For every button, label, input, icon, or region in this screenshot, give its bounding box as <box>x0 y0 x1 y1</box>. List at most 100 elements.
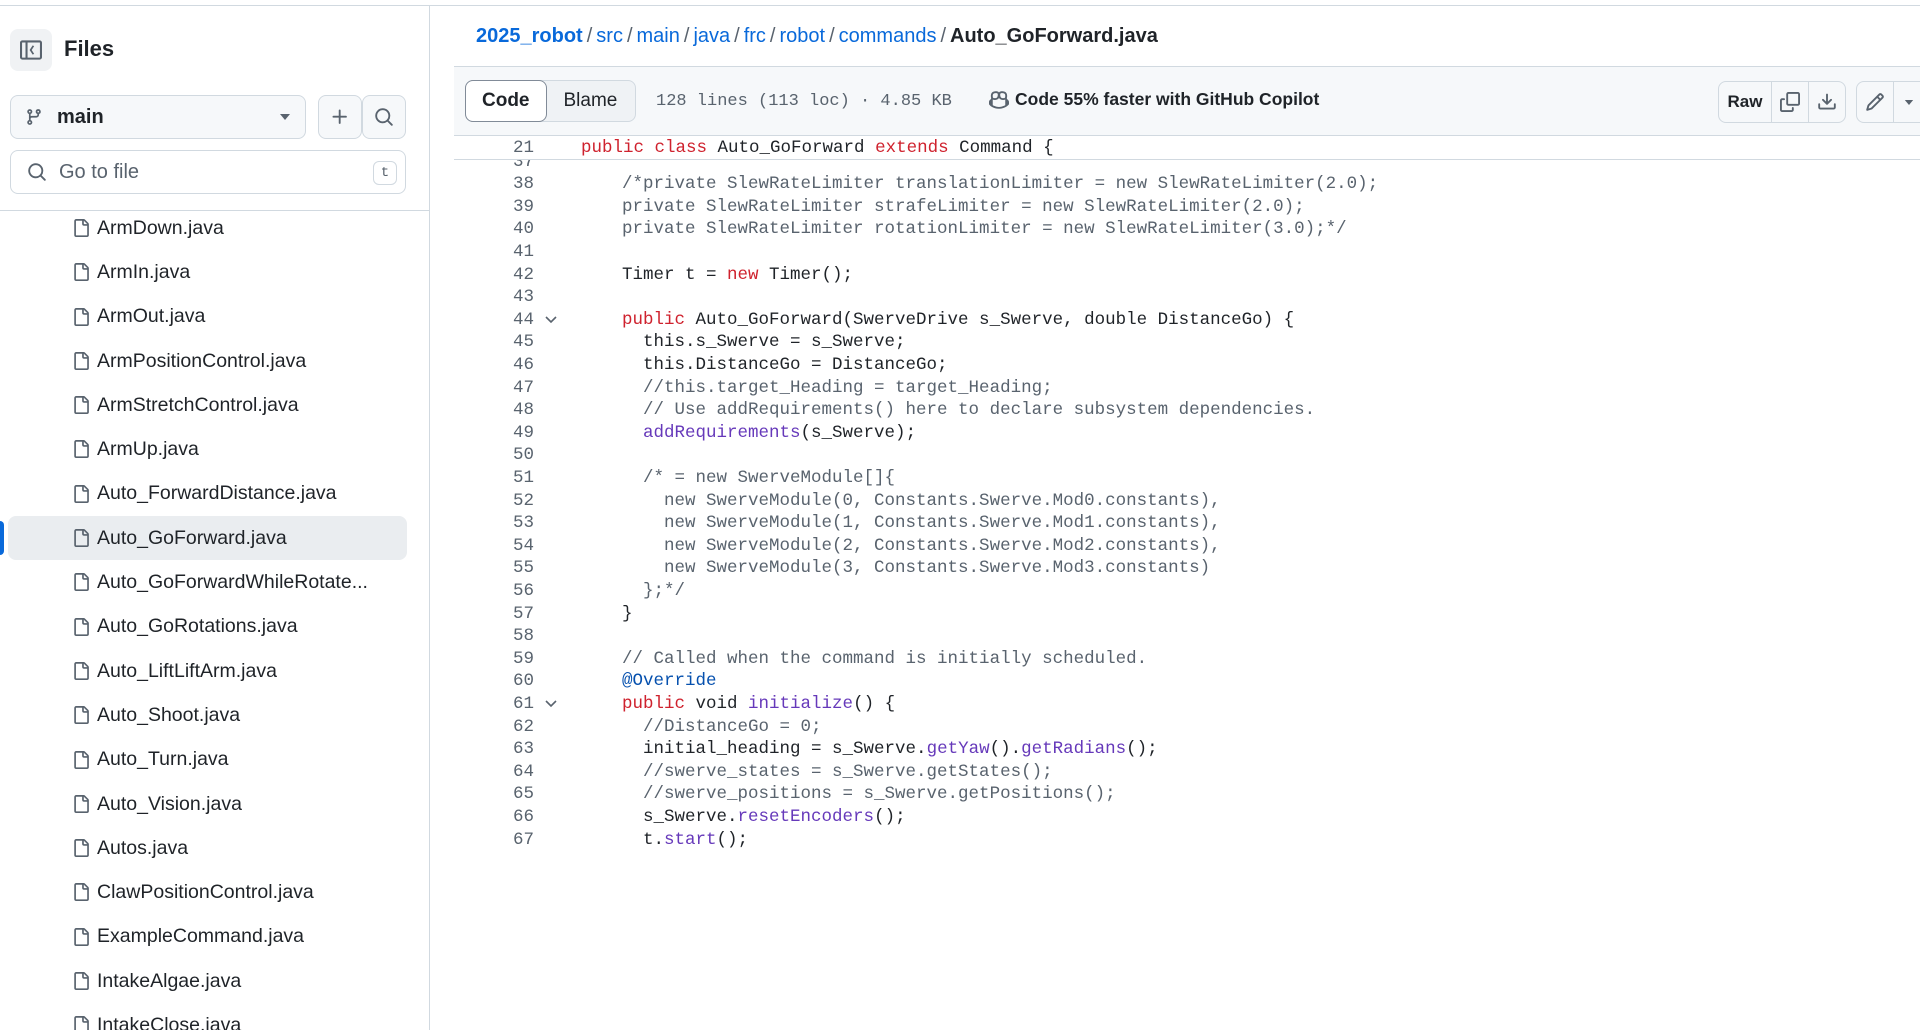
code-line: 40 private SlewRateLimiter rotationLimit… <box>454 218 1920 241</box>
breadcrumb-separator: / <box>734 25 740 47</box>
line-number[interactable]: 39 <box>512 196 534 217</box>
breadcrumb: 2025_robot/src/main/java/frc/robot/comma… <box>476 25 1158 48</box>
file-tree-item[interactable]: Auto_ForwardDistance.java <box>8 472 407 516</box>
file-icon <box>74 351 89 370</box>
line-number[interactable]: 58 <box>512 626 534 647</box>
code-line: 47 //this.target_Heading = target_Headin… <box>454 377 1920 400</box>
line-number[interactable]: 61 <box>512 694 534 714</box>
file-icon <box>74 307 89 326</box>
code-view-button[interactable]: Code <box>465 80 547 122</box>
line-number[interactable]: 44 <box>512 309 534 330</box>
raw-button[interactable]: Raw <box>1718 81 1772 123</box>
line-number[interactable]: 64 <box>512 761 534 782</box>
line-number[interactable]: 45 <box>512 332 534 353</box>
code-text: public Auto_GoForward(SwerveDrive s_Swer… <box>601 309 1295 330</box>
line-number[interactable]: 67 <box>512 829 534 850</box>
line-number[interactable]: 38 <box>512 174 534 195</box>
search-files-button[interactable] <box>362 95 406 139</box>
fold-chevron-icon[interactable] <box>544 315 558 325</box>
download-raw-button[interactable] <box>1808 81 1846 123</box>
file-icon <box>74 263 89 282</box>
file-tree-item[interactable]: ArmOut.java <box>8 295 407 339</box>
file-tree-item[interactable]: Auto_GoForwardWhileRotate... <box>8 560 407 604</box>
breadcrumb-link[interactable]: 2025_robot <box>476 25 583 47</box>
line-number[interactable]: 49 <box>512 422 534 443</box>
file-tree-item-active[interactable]: Auto_GoForward.java <box>8 516 407 561</box>
code-text: @Override <box>601 671 717 692</box>
blame-view-button[interactable]: Blame <box>563 90 618 111</box>
file-tree-item[interactable]: ClawPositionControl.java <box>8 870 407 914</box>
file-tree-item[interactable]: ArmDown.java <box>8 206 407 250</box>
line-number[interactable]: 62 <box>512 716 534 737</box>
edit-file-button[interactable] <box>1856 81 1894 123</box>
breadcrumb-link[interactable]: main <box>636 25 680 47</box>
line-number[interactable]: 41 <box>512 242 534 262</box>
fold-chevron-icon[interactable] <box>544 699 558 709</box>
line-number[interactable]: 47 <box>512 377 534 398</box>
file-tree-item[interactable]: ExampleCommand.java <box>8 915 407 959</box>
line-number[interactable]: 65 <box>512 784 534 805</box>
copy-raw-button[interactable] <box>1771 81 1809 123</box>
search-icon <box>28 163 46 181</box>
line-number[interactable]: 55 <box>512 558 534 579</box>
file-tree-item[interactable]: Auto_Turn.java <box>8 738 407 782</box>
code-line: 65 //swerve_positions = s_Swerve.getPosi… <box>454 783 1920 806</box>
search-icon <box>375 108 393 126</box>
go-to-file-input[interactable] <box>59 160 359 184</box>
line-number[interactable]: 40 <box>512 219 534 240</box>
file-tree-item[interactable]: Auto_GoRotations.java <box>8 605 407 649</box>
file-tree-sidebar: Files main t ArmDown.javaArmIn.javaArmOu… <box>0 6 430 1030</box>
code-line: 59 // Called when the command is initial… <box>454 648 1920 671</box>
code-line: 60 @Override <box>454 670 1920 693</box>
line-number[interactable]: 66 <box>512 807 534 827</box>
breadcrumb-link[interactable]: frc <box>743 25 766 47</box>
file-tree-item[interactable]: Autos.java <box>8 826 407 870</box>
file-tree-item[interactable]: ArmPositionControl.java <box>8 339 407 383</box>
file-icon <box>74 529 89 548</box>
line-number[interactable]: 57 <box>512 603 534 624</box>
more-edit-options-button[interactable] <box>1893 81 1920 123</box>
file-tree-item[interactable]: Auto_Vision.java <box>8 782 407 826</box>
file-tree-item[interactable]: Auto_Shoot.java <box>8 693 407 737</box>
file-tree-item[interactable]: Auto_LiftLiftArm.java <box>8 649 407 693</box>
line-number[interactable]: 51 <box>512 468 534 488</box>
copilot-promo-link[interactable]: Code 55% faster with GitHub Copilot <box>989 89 1319 110</box>
code-line: 38 /*private SlewRateLimiter translation… <box>454 173 1920 196</box>
sidebar-header: Files main t <box>0 6 429 211</box>
line-number[interactable]: 42 <box>512 264 534 285</box>
code-text: };*/ <box>601 581 686 601</box>
line-number[interactable]: 43 <box>512 287 534 308</box>
line-number[interactable]: 48 <box>512 400 534 421</box>
file-tree-item-label: IntakeAlgae.java <box>97 969 242 992</box>
file-tree-item[interactable]: IntakeAlgae.java <box>8 959 407 1003</box>
line-number[interactable]: 21 <box>512 138 534 158</box>
line-number[interactable]: 53 <box>512 513 534 534</box>
add-file-button[interactable] <box>318 95 362 139</box>
go-to-file-field[interactable]: t <box>10 150 406 194</box>
line-number[interactable]: 63 <box>512 739 534 760</box>
code-text: Timer t = new Timer(); <box>601 264 854 285</box>
line-number[interactable]: 60 <box>512 671 534 692</box>
line-number[interactable]: 50 <box>512 445 534 466</box>
breadcrumb-link[interactable]: commands <box>838 25 937 47</box>
breadcrumb-link[interactable]: robot <box>779 25 826 47</box>
collapse-sidebar-button[interactable] <box>10 29 52 71</box>
file-tree-item[interactable]: IntakeClose.java <box>8 1003 407 1030</box>
code-line: 62 //DistanceGo = 0; <box>454 716 1920 739</box>
breadcrumb-link[interactable]: java <box>693 25 731 47</box>
line-number[interactable]: 56 <box>512 581 534 601</box>
breadcrumb-link[interactable]: src <box>596 25 623 47</box>
code-text: // Called when the command is initially … <box>601 648 1148 669</box>
file-tree-item[interactable]: ArmUp.java <box>8 427 407 471</box>
file-tree-item[interactable]: ArmIn.java <box>8 250 407 294</box>
line-number[interactable]: 59 <box>512 648 534 669</box>
file-icon <box>74 617 89 636</box>
breadcrumb-separator: / <box>586 25 593 47</box>
file-tree-item-label: ExampleCommand.java <box>97 925 305 948</box>
line-number[interactable]: 54 <box>512 535 534 556</box>
line-number[interactable]: 46 <box>512 355 534 375</box>
file-tree-item[interactable]: ArmStretchControl.java <box>8 383 407 427</box>
branch-selector[interactable]: main <box>10 95 306 139</box>
line-number[interactable]: 52 <box>512 490 534 511</box>
